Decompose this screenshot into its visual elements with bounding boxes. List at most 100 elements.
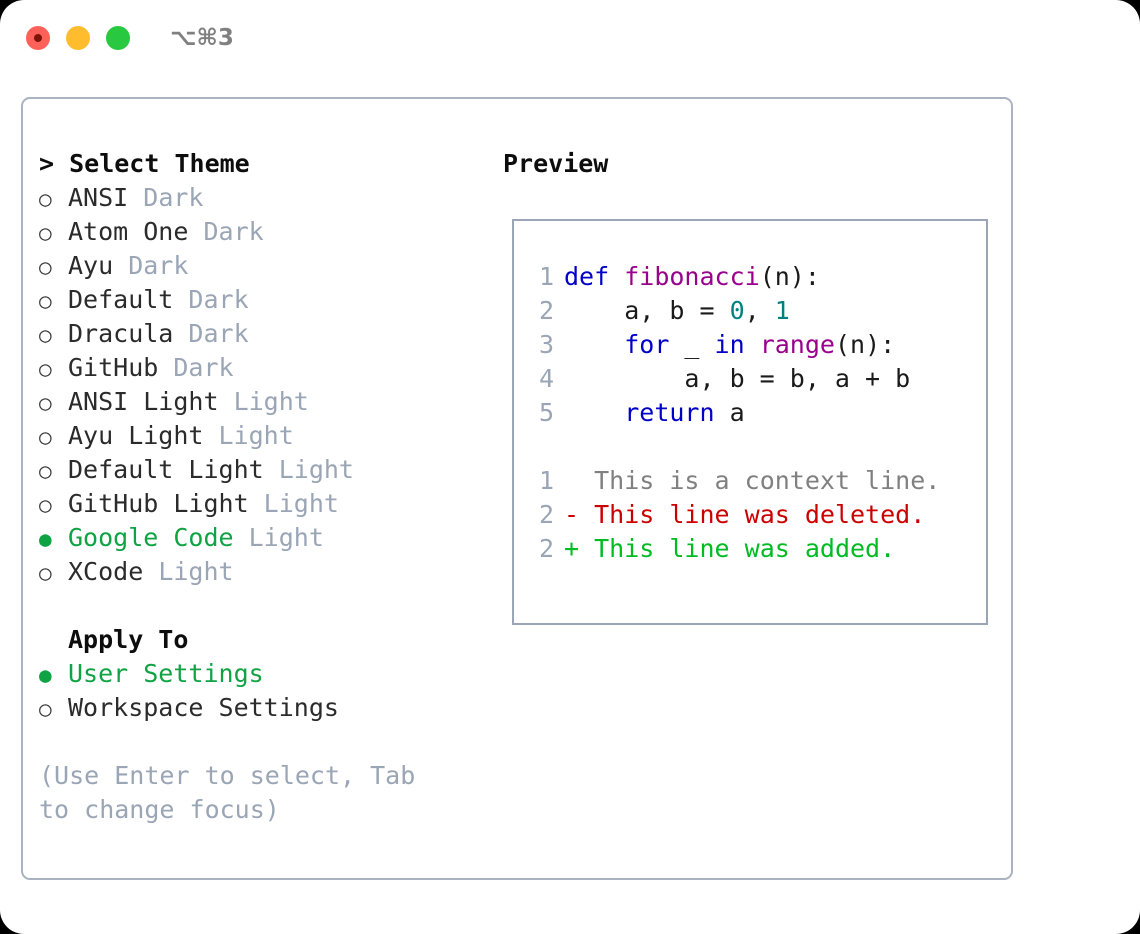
theme-option-label: XCode bbox=[68, 557, 144, 586]
diff-line-number: 1 bbox=[538, 466, 554, 495]
radio-selected-icon: ● bbox=[39, 527, 52, 551]
code-line-number: 2 bbox=[538, 296, 554, 325]
theme-option-variant-badge: Light bbox=[218, 387, 309, 416]
theme-option-variant-badge: Dark bbox=[188, 217, 264, 246]
code-line-number: 4 bbox=[538, 364, 554, 393]
theme-option-atom-one[interactable]: ○Atom One Dark bbox=[39, 215, 499, 249]
theme-list[interactable]: ○ANSI Dark○Atom One Dark○Ayu Dark○Defaul… bbox=[39, 181, 499, 589]
apply-to-option-user-settings[interactable]: ●User Settings bbox=[39, 657, 499, 691]
theme-option-label: ANSI bbox=[68, 183, 129, 212]
code-token-fn: fibonacci bbox=[624, 262, 760, 291]
diff-spacer bbox=[579, 466, 594, 495]
apply-to-list[interactable]: ●User Settings○Workspace Settings bbox=[39, 657, 499, 725]
theme-option-label: GitHub bbox=[68, 353, 159, 382]
code-line: 2 a, b = 0, 1 bbox=[526, 294, 978, 328]
diff-marker bbox=[564, 466, 579, 495]
theme-option-dracula[interactable]: ○ Dracula Dark bbox=[39, 317, 499, 351]
diff-spacer bbox=[579, 534, 594, 563]
keyboard-hint-text: (Use Enter to select, Tab to change focu… bbox=[39, 761, 416, 824]
theme-option-variant-badge: Dark bbox=[128, 183, 204, 212]
theme-option-variant-badge: Light bbox=[233, 523, 324, 552]
code-token-plain: , bbox=[744, 296, 775, 325]
code-token-fn: range bbox=[759, 330, 835, 359]
theme-option-variant-badge: Light bbox=[203, 421, 294, 450]
radio-unselected-icon: ○ bbox=[39, 697, 52, 721]
theme-option-label: Google Code bbox=[68, 523, 234, 552]
apply-to-option-workspace-settings[interactable]: ○Workspace Settings bbox=[39, 691, 499, 725]
radio-selected-icon: ● bbox=[39, 663, 52, 687]
main-panel: > Select Theme ○ANSI Dark○Atom One Dark○… bbox=[21, 97, 1013, 880]
diff-line-del: 2- This line was deleted. bbox=[526, 498, 978, 532]
theme-option-variant-badge: Dark bbox=[173, 285, 249, 314]
theme-option-label: Atom One bbox=[68, 217, 189, 246]
theme-selection-column: > Select Theme ○ANSI Dark○Atom One Dark○… bbox=[39, 147, 499, 827]
code-token-num: 0 bbox=[729, 296, 745, 325]
radio-unselected-icon: ○ bbox=[39, 493, 52, 517]
theme-option-google-code[interactable]: ● Google Code Light bbox=[39, 521, 499, 555]
list-spacer-2 bbox=[39, 725, 499, 759]
diff-line-text: This line was added. bbox=[594, 534, 896, 563]
code-token-plain bbox=[609, 262, 624, 291]
diff-spacer bbox=[579, 500, 594, 529]
theme-option-label: Dracula bbox=[68, 319, 174, 348]
theme-option-ansi[interactable]: ○ ANSI Dark bbox=[39, 181, 499, 215]
code-line: 5 return a bbox=[526, 396, 978, 430]
diff-marker: + bbox=[564, 534, 580, 563]
code-token-plain: (n): bbox=[834, 330, 896, 359]
radio-unselected-icon: ○ bbox=[39, 561, 52, 585]
theme-option-xcode[interactable]: ○XCode Light bbox=[39, 555, 499, 589]
code-token-plain: a, b = bbox=[564, 296, 730, 325]
theme-list-header: > Select Theme bbox=[39, 149, 250, 178]
diff-sample: 1 This is a context line.2- This line wa… bbox=[526, 464, 978, 566]
theme-option-variant-badge: Dark bbox=[113, 251, 189, 280]
theme-option-ayu-light[interactable]: ○ Ayu Light Light bbox=[39, 419, 499, 453]
theme-option-ansi-light[interactable]: ○ANSI Light Light bbox=[39, 385, 499, 419]
theme-option-variant-badge: Dark bbox=[158, 353, 234, 382]
theme-option-github-light[interactable]: ○ GitHub Light Light bbox=[39, 487, 499, 521]
theme-option-label: Ayu bbox=[68, 251, 114, 280]
code-line-number: 1 bbox=[538, 262, 554, 291]
radio-unselected-icon: ○ bbox=[39, 425, 52, 449]
diff-line-text: This is a context line. bbox=[594, 466, 941, 495]
diff-line-ctx: 1 This is a context line. bbox=[526, 464, 978, 498]
code-token-plain: (n): bbox=[759, 262, 820, 291]
code-token-kw: for bbox=[624, 330, 670, 359]
code-token-plain bbox=[745, 330, 760, 359]
code-token-kw: return bbox=[624, 398, 715, 427]
code-token-plain: a bbox=[714, 398, 745, 427]
radio-unselected-icon: ○ bbox=[39, 459, 52, 483]
radio-unselected-icon: ○ bbox=[39, 289, 52, 313]
radio-unselected-icon: ○ bbox=[39, 323, 52, 347]
theme-option-label: Default bbox=[68, 285, 174, 314]
code-token-kw: def bbox=[564, 262, 610, 291]
radio-unselected-icon: ○ bbox=[39, 357, 52, 381]
code-token-kw: in bbox=[714, 330, 745, 359]
theme-option-default[interactable]: ○ Default Dark bbox=[39, 283, 499, 317]
diff-line-number: 2 bbox=[538, 500, 554, 529]
minimize-window-button[interactable] bbox=[66, 26, 90, 50]
theme-option-label: Default Light bbox=[68, 455, 264, 484]
radio-unselected-icon: ○ bbox=[39, 255, 52, 279]
diff-marker: - bbox=[564, 500, 580, 529]
maximize-window-button[interactable] bbox=[106, 26, 130, 50]
close-window-icon bbox=[34, 34, 42, 42]
theme-option-variant-badge: Light bbox=[248, 489, 339, 518]
code-line-number: 5 bbox=[538, 398, 554, 427]
theme-option-default-light[interactable]: ○Default Light Light bbox=[39, 453, 499, 487]
code-token-plain: _ bbox=[669, 330, 715, 359]
code-diff-gap bbox=[526, 430, 978, 464]
theme-option-ayu[interactable]: ○ Ayu Dark bbox=[39, 249, 499, 283]
theme-option-label: Ayu Light bbox=[68, 421, 204, 450]
apply-to-header: Apply To bbox=[68, 625, 189, 654]
code-line-number: 3 bbox=[538, 330, 554, 359]
radio-unselected-icon: ○ bbox=[39, 391, 52, 415]
radio-unselected-icon: ○ bbox=[39, 187, 52, 211]
theme-option-label: GitHub Light bbox=[68, 489, 249, 518]
theme-option-variant-badge: Dark bbox=[173, 319, 249, 348]
theme-option-github[interactable]: ○ GitHub Dark bbox=[39, 351, 499, 385]
diff-line-add: 2+ This line was added. bbox=[526, 532, 978, 566]
